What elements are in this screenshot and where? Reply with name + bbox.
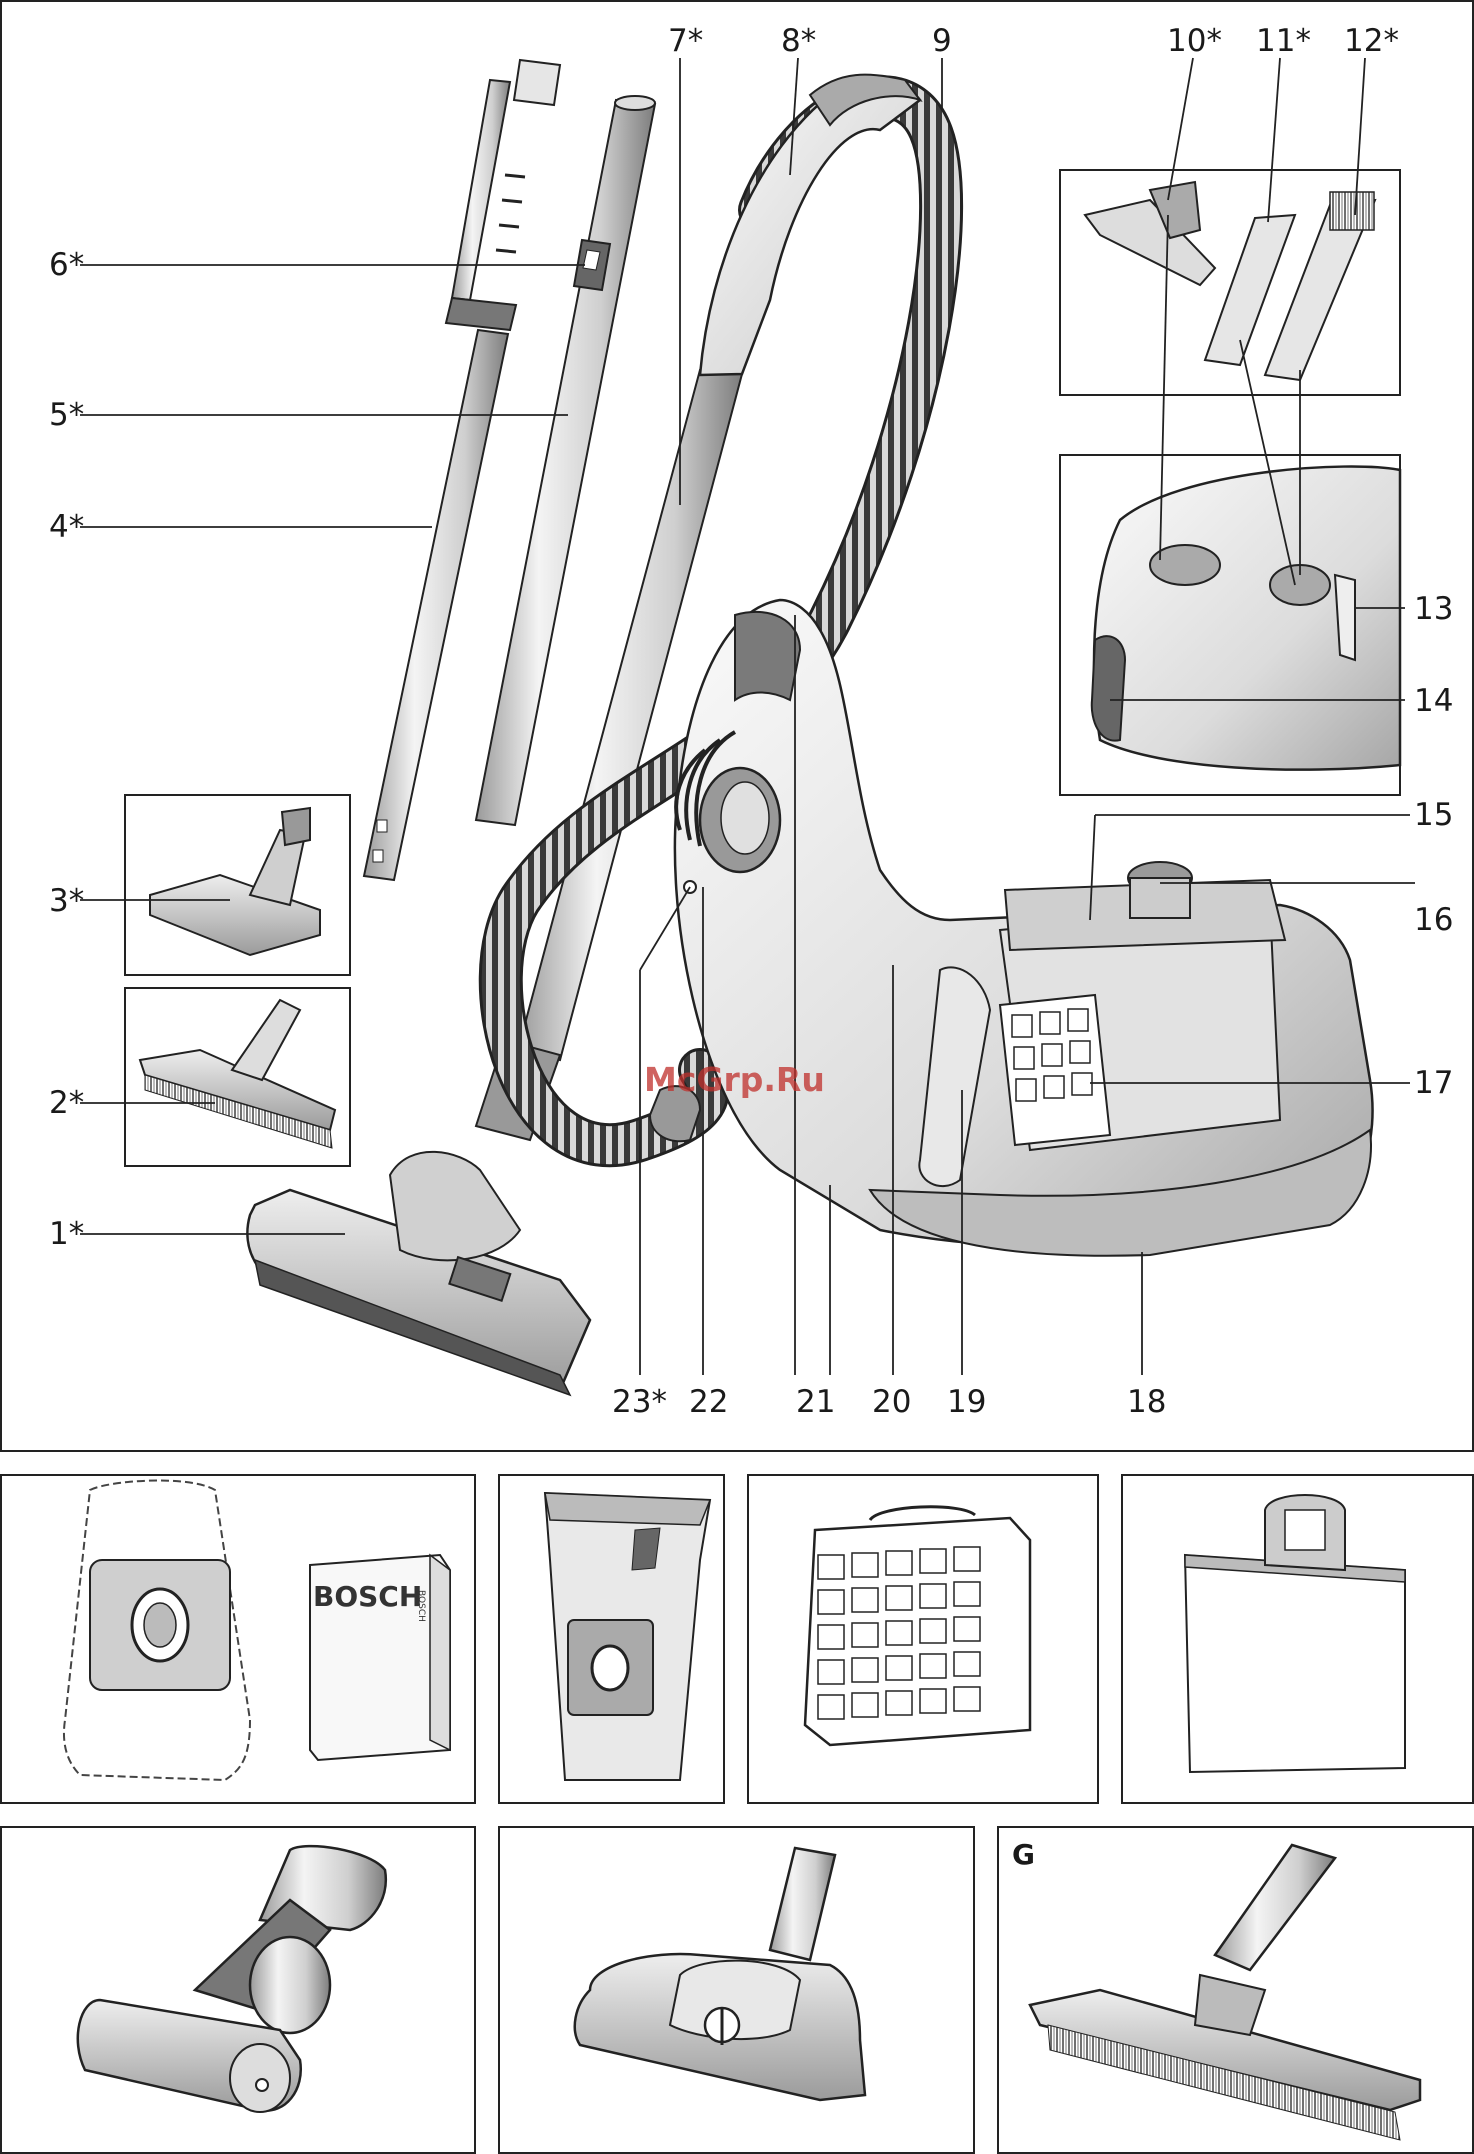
label-3: 3* [49,886,84,917]
label-12: 12* [1344,26,1399,57]
label-20: 20 [872,1387,911,1418]
bosch-box-label: BOSCH [313,1580,422,1613]
panel-parquet-brush [997,1826,1474,2154]
label-15: 15 [1414,800,1453,831]
bosch-box-side-label: BOSCH [416,1590,426,1622]
rear-detail [1092,467,1400,770]
label-21: 21 [796,1387,835,1418]
panel-disposable-bag [498,1474,725,1804]
label-14: 14 [1414,686,1453,717]
label-4: 4* [49,512,84,543]
label-6: 6* [49,250,84,281]
label-16: 16 [1414,905,1453,936]
handle-8 [700,75,920,375]
panel-turbo-nozzle [498,1826,975,2154]
panel-hepa-filter [747,1474,1099,1804]
label-5: 5* [49,400,84,431]
label-22: 22 [689,1387,728,1418]
label-17: 17 [1414,1068,1453,1099]
panel-dust-bag-box [0,1474,476,1804]
panel-turbo-brush [0,1826,476,2154]
watermark: McGrp.Ru [644,1060,825,1099]
panel-motor-filter [1121,1474,1474,1804]
label-1: 1* [49,1219,84,1250]
label-2: 2* [49,1088,84,1119]
floor-nozzle-3 [150,808,320,955]
label-23: 23* [612,1387,667,1418]
label-18: 18 [1127,1387,1166,1418]
label-10: 10* [1167,26,1222,57]
label-19: 19 [947,1387,986,1418]
parquet-brush-2 [140,1000,335,1148]
telescopic-tube-4 [364,60,560,880]
motor-filter-17 [1000,995,1110,1145]
label-11: 11* [1256,26,1311,57]
label-13: 13 [1414,594,1453,625]
upholstery-nozzle-10 [1085,182,1215,285]
label-9: 9 [932,26,952,57]
panel-g-label: G [1012,1838,1035,1871]
floor-nozzle-1 [247,1152,590,1395]
label-7: 7* [668,26,703,57]
label-8: 8* [781,26,816,57]
